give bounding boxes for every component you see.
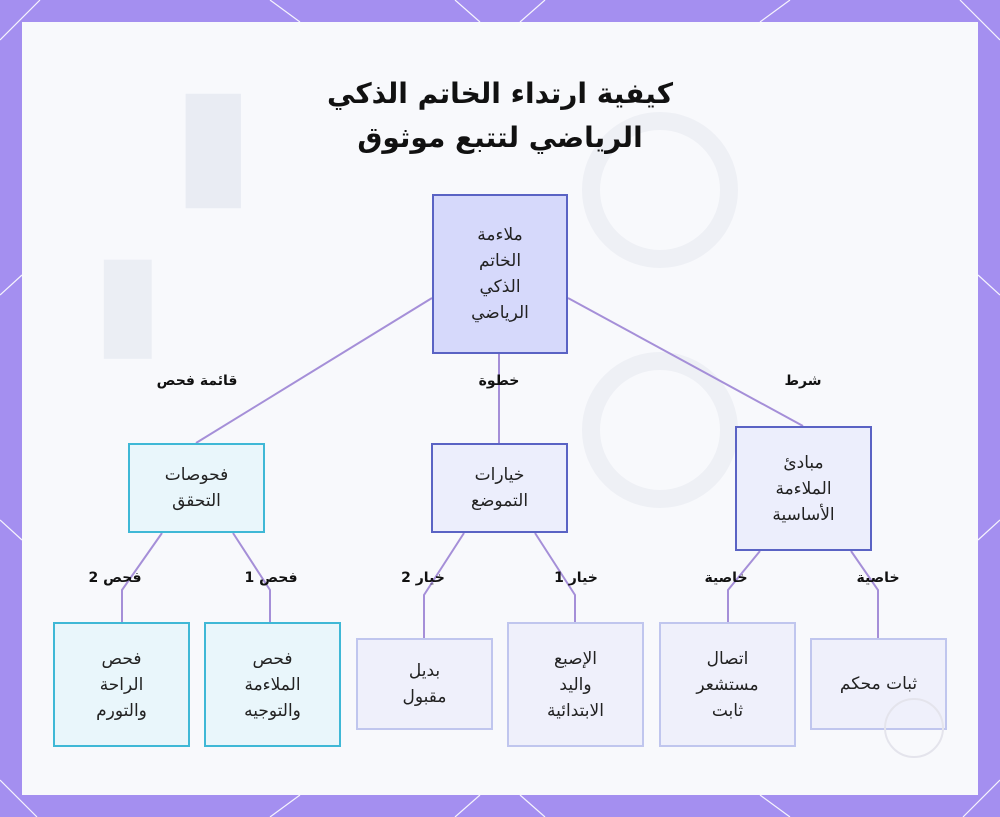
edge-label-middle-child-2: خيار 1 [554, 570, 598, 586]
connector-root-left [195, 297, 433, 444]
node-comfort-swelling-check[interactable]: فحص الراحة والتورم [53, 622, 190, 747]
diagram-title: كيفية ارتداء الخاتم الذكي الرياضي لتتبع … [0, 72, 1000, 160]
edge-label-middle: خطوة [478, 373, 520, 389]
connector-root-right [567, 297, 804, 427]
node-verification-checks[interactable]: فحوصات التحقق [128, 443, 265, 533]
title-line-1: كيفية ارتداء الخاتم الذكي [326, 77, 673, 110]
edge-label-right-child-2: خاصية [856, 570, 900, 586]
node-stable-sensor-contact[interactable]: اتصال مستشعر ثابت [659, 622, 796, 747]
node-acceptable-alternative[interactable]: بديل مقبول [356, 638, 493, 730]
connector-middle-child-1 [423, 532, 465, 638]
connector-left-child-1 [121, 532, 163, 622]
edge-label-middle-child-1: خيار 2 [401, 570, 445, 586]
node-primary-finger-hand[interactable]: الإصبع واليد الابتدائية [507, 622, 644, 747]
edge-label-left-child-1: فحص 2 [88, 570, 142, 586]
watermark-logo-icon [884, 698, 944, 758]
edge-label-left: قائمة فحص [156, 373, 238, 389]
node-positioning-options[interactable]: خيارات التموضع [431, 443, 568, 533]
node-fit-principles[interactable]: مبادئ الملاءمة الأساسية [735, 426, 872, 551]
node-fit-orientation-check[interactable]: فحص الملاءمة والتوجيه [204, 622, 341, 747]
edge-label-left-child-2: فحص 1 [244, 570, 298, 586]
title-line-2: الرياضي لتتبع موثوق [357, 121, 643, 154]
connector-right-child-2 [850, 550, 879, 638]
root-node-text: ملاءمة الخاتم الذكي الرياضي [471, 225, 529, 323]
connector-middle-child-2 [534, 532, 576, 622]
connector-left-child-2 [232, 532, 271, 622]
connector-right-child-1 [727, 550, 761, 622]
edge-label-right: شرط [784, 373, 822, 389]
edge-label-right-child-1: خاصية [704, 570, 748, 586]
root-node[interactable]: ملاءمة الخاتم الذكي الرياضي [432, 194, 568, 354]
